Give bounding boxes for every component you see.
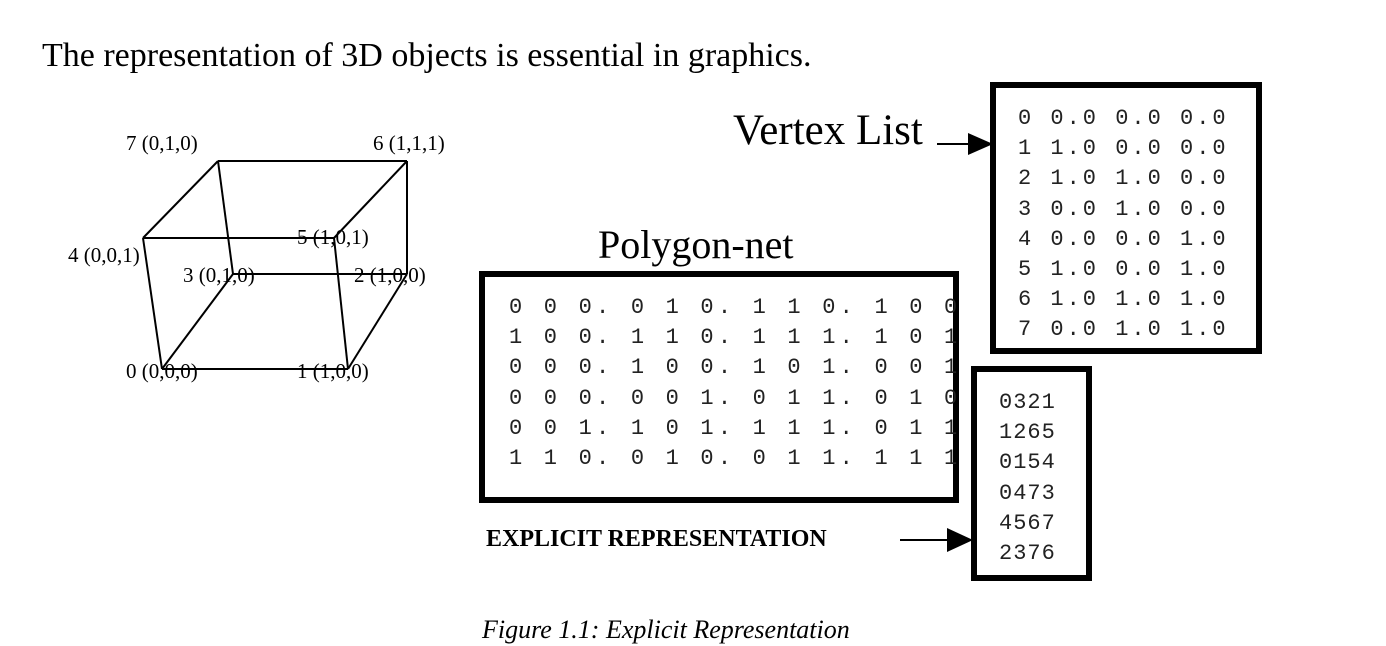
vertex-row: 7 0.0 1.0 1.0 — [1018, 317, 1229, 343]
vertex-label-5: 5 (1,0,1) — [297, 225, 369, 249]
vertex-row: 0 0.0 0.0 0.0 — [1018, 106, 1229, 131]
face-row: 0473 — [999, 480, 1056, 506]
polygon-row: 0 0 0. 0 0 1. 0 1 1. 0 1 0 — [509, 385, 962, 411]
polygon-row: 0 0 1. 1 0 1. 1 1 1. 0 1 1 — [509, 415, 962, 441]
vertex-label-0: 0 (0,0,0) — [126, 359, 198, 383]
edge-7-3 — [217, 160, 234, 275]
cube-wireframe — [142, 160, 408, 370]
edge-4-0 — [142, 237, 163, 370]
edge-4-7 — [142, 160, 219, 239]
edge-5-6 — [333, 160, 408, 239]
vertex-list-title: Vertex List — [733, 107, 923, 154]
polygon-row: 0 0 0. 0 1 0. 1 1 0. 1 0 0 — [509, 295, 962, 320]
vertex-row: 1 1.0 0.0 0.0 — [1018, 136, 1229, 162]
edge-0-3 — [161, 273, 234, 370]
polygon-row: 0 0 0. 1 0 0. 1 0 1. 0 0 1 — [509, 355, 962, 381]
vertex-row: 3 0.0 1.0 0.0 — [1018, 196, 1229, 222]
face-row: 2376 — [999, 541, 1056, 567]
figure-caption: Figure 1.1: Explicit Representation — [482, 615, 850, 644]
vertex-row: 2 1.0 1.0 0.0 — [1018, 166, 1229, 192]
vertex-label-2: 2 (1,0,0) — [354, 263, 426, 287]
polygon-net-title: Polygon-net — [598, 222, 794, 267]
face-row: 0321 — [999, 390, 1056, 415]
vertex-row: 6 1.0 1.0 1.0 — [1018, 287, 1229, 313]
arrow-to-face-list — [900, 528, 973, 552]
face-row: 4567 — [999, 510, 1056, 536]
vertex-label-1: 1 (1,0,0) — [297, 359, 369, 383]
diagram-canvas: 0 (0,0,0) 1 (1,0,0) 2 (1,0,0) 3 (0,1,0) … — [68, 131, 993, 552]
arrow-to-vertex-list — [937, 133, 993, 155]
vertex-label-3: 3 (0,1,0) — [183, 263, 255, 287]
vertex-list-box: 0 0.0 0.0 0.0 1 1.0 0.0 0.0 2 1.0 1.0 0.… — [990, 82, 1262, 354]
edge-5-1 — [333, 237, 349, 370]
cube-vertex-labels: 0 (0,0,0) 1 (1,0,0) 2 (1,0,0) 3 (0,1,0) … — [68, 131, 445, 383]
polygon-row: 1 1 0. 0 1 0. 0 1 1. 1 1 1 — [509, 446, 962, 472]
vertex-row: 4 0.0 0.0 1.0 — [1018, 226, 1229, 252]
vertex-label-4: 4 (0,0,1) — [68, 243, 140, 267]
edge-1-2 — [347, 273, 408, 370]
face-row: 1265 — [999, 420, 1056, 446]
vertex-label-6: 6 (1,1,1) — [373, 131, 445, 155]
heading: The representation of 3D objects is esse… — [42, 37, 812, 74]
vertex-row: 5 1.0 0.0 1.0 — [1018, 257, 1229, 283]
polygon-net-box: 0 0 0. 0 1 0. 1 1 0. 1 0 0 1 0 0. 1 1 0.… — [479, 271, 959, 503]
polygon-row: 1 0 0. 1 1 0. 1 1 1. 1 0 1 — [509, 325, 962, 351]
explicit-representation-label: EXPLICIT REPRESENTATION — [486, 526, 827, 552]
vertex-label-7: 7 (0,1,0) — [126, 131, 198, 155]
face-row: 0154 — [999, 450, 1056, 476]
face-list-box: 0321 1265 0154 0473 4567 2376 — [971, 366, 1092, 581]
